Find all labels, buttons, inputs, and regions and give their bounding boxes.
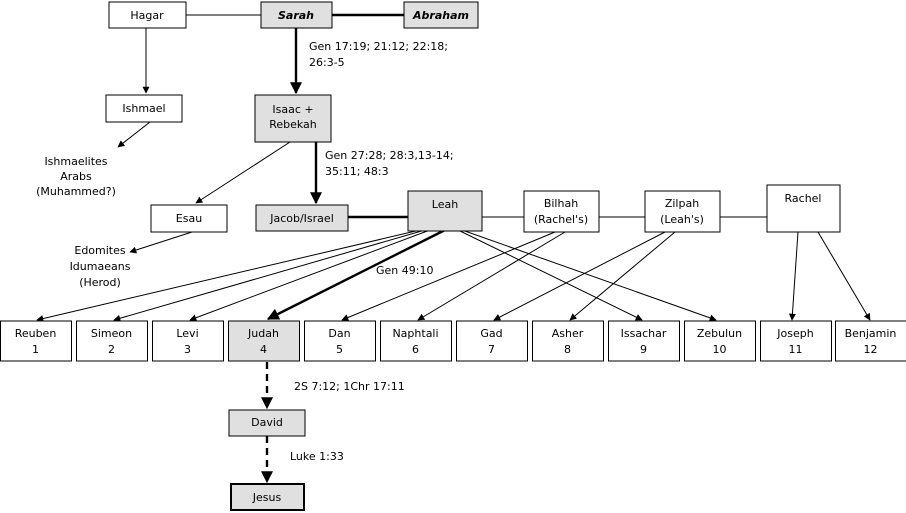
esau-nations-line2: Idumaeans <box>70 260 131 273</box>
leah-zebulun-arrow <box>461 229 717 322</box>
son-benjamin: Benjamin 12 <box>835 320 906 362</box>
son-reuben-number: 1 <box>32 343 39 356</box>
son-benjamin-number: 12 <box>864 343 878 356</box>
leah-issachar-arrow <box>457 229 643 321</box>
son-reuben: Reuben 1 <box>0 320 72 362</box>
son-judah-number: 4 <box>260 343 267 356</box>
node-jacob-label: Jacob/Israel <box>269 212 334 225</box>
ishmael-nations-line3: (Muhammed?) <box>36 185 116 198</box>
son-simeon-number: 2 <box>108 343 115 356</box>
leah-simeon-arrow <box>113 229 426 322</box>
ref-luke-1: Luke 1:33 <box>290 450 344 463</box>
ref-gen-27-line2: 35:11; 48:3 <box>325 165 389 178</box>
son-benjamin-name: Benjamin <box>845 327 897 340</box>
node-hagar: Hagar <box>108 1 187 29</box>
node-leah-label: Leah <box>432 198 458 211</box>
son-dan-number: 5 <box>336 343 343 356</box>
son-gad-name: Gad <box>480 327 502 340</box>
son-judah: Judah 4 <box>228 320 300 362</box>
node-sarah-label: Sarah <box>278 9 314 22</box>
son-zebulun: Zebulun 10 <box>684 320 756 362</box>
node-zilpah-label-1: Zilpah <box>665 197 699 210</box>
leah-levi-arrow <box>189 229 431 322</box>
twelve-sons-row: Reuben 1 Simeon 2 Levi 3 Judah 4 Dan 5 Naphtali 6 Ga… <box>0 320 906 362</box>
rachel-benjamin-arrow <box>817 231 871 321</box>
ref-gen-49: Gen 49:10 <box>376 264 433 277</box>
son-levi-name: Levi <box>176 327 198 340</box>
ishmael-nations: Ishmaelites Arabs (Muhammed?) <box>36 155 116 198</box>
son-naphtali-number: 6 <box>412 343 419 356</box>
node-abraham: Abraham <box>403 1 479 29</box>
son-zebulun-number: 10 <box>713 343 727 356</box>
node-esau: Esau <box>150 204 228 233</box>
son-zebulun-name: Zebulun <box>697 327 742 340</box>
son-gad: Gad 7 <box>456 320 528 362</box>
bilhah-dan-arrow <box>341 231 556 321</box>
son-dan-name: Dan <box>328 327 350 340</box>
son-gad-number: 7 <box>488 343 495 356</box>
son-simeon: Simeon 2 <box>76 320 148 362</box>
bilhah-naphtali-arrow <box>417 231 566 321</box>
node-jesus-label: Jesus <box>252 491 282 504</box>
node-ishmael: Ishmael <box>105 94 183 123</box>
node-abraham-label: Abraham <box>412 9 469 22</box>
ishmael-nations-line2: Arabs <box>60 170 92 183</box>
node-isaac: Isaac + Rebekah <box>254 94 332 143</box>
son-asher-number: 8 <box>564 343 571 356</box>
node-jacob: Jacob/Israel <box>255 204 349 232</box>
connectors <box>36 13 871 484</box>
ref-gen-17-line1: Gen 17:19; 21:12; 22:18; <box>309 40 448 53</box>
son-judah-name: Judah <box>247 327 279 340</box>
son-simeon-name: Simeon <box>91 327 132 340</box>
node-isaac-label-2: Rebekah <box>269 118 317 131</box>
son-levi-number: 3 <box>184 343 191 356</box>
node-bilhah-label-1: Bilhah <box>544 197 578 210</box>
esau-nations-arrow <box>129 231 193 254</box>
node-david-label: David <box>251 416 283 429</box>
ref-2sam-7: 2S 7:12; 1Chr 17:11 <box>294 380 405 393</box>
node-zilpah-label-2: (Leah's) <box>660 213 704 226</box>
son-joseph-name: Joseph <box>776 327 813 340</box>
node-david: David <box>228 409 306 437</box>
node-jesus: Jesus <box>230 483 305 511</box>
son-joseph: Joseph 11 <box>760 320 832 362</box>
esau-nations-line3: (Herod) <box>79 276 121 289</box>
son-naphtali-name: Naphtali <box>392 327 438 340</box>
son-asher: Asher 8 <box>532 320 604 362</box>
node-zilpah: Zilpah (Leah's) <box>644 190 721 233</box>
node-bilhah-label-2: (Rachel's) <box>534 213 588 226</box>
isaac-esau-arrow <box>195 141 291 204</box>
son-dan: Dan 5 <box>304 320 376 362</box>
ishmael-nations-arrow <box>117 121 151 148</box>
esau-nations: Edomites Idumaeans (Herod) <box>70 244 131 289</box>
ref-gen-27-line1: Gen 27:28; 28:3,13-14; <box>325 149 454 162</box>
son-asher-name: Asher <box>552 327 584 340</box>
son-issachar-number: 9 <box>640 343 647 356</box>
son-joseph-number: 11 <box>789 343 803 356</box>
son-naphtali: Naphtali 6 <box>380 320 452 362</box>
node-leah: Leah <box>407 190 483 232</box>
ref-gen-17-line2: 26:3-5 <box>309 56 345 69</box>
son-issachar: Issachar 9 <box>608 320 680 362</box>
node-ishmael-label: Ishmael <box>122 102 165 115</box>
node-isaac-label-1: Isaac + <box>272 103 313 116</box>
node-hagar-label: Hagar <box>130 9 164 22</box>
son-levi: Levi 3 <box>152 320 224 362</box>
ishmael-nations-line1: Ishmaelites <box>44 155 107 168</box>
node-esau-label: Esau <box>176 212 202 225</box>
zilpah-gad-arrow <box>493 231 666 321</box>
node-sarah: Sarah <box>260 1 333 29</box>
son-reuben-name: Reuben <box>15 327 57 340</box>
node-rachel-label: Rachel <box>785 192 822 205</box>
son-issachar-name: Issachar <box>621 327 667 340</box>
node-rachel: Rachel <box>766 184 841 233</box>
node-bilhah: Bilhah (Rachel's) <box>523 190 600 233</box>
leah-judah-arrow <box>266 228 446 321</box>
esau-nations-line1: Edomites <box>74 244 126 257</box>
leah-reuben-arrow <box>36 229 421 322</box>
zilpah-asher-arrow <box>569 231 676 321</box>
rachel-joseph-arrow <box>788 231 799 321</box>
